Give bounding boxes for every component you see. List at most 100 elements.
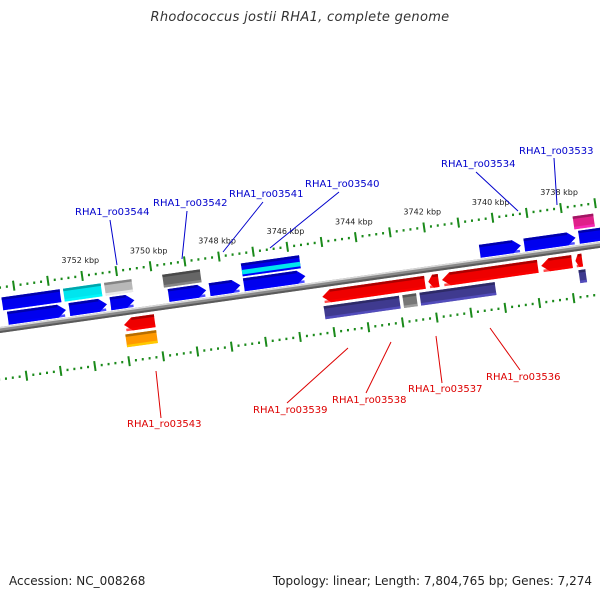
callout-line <box>365 341 392 394</box>
reverse-feature[interactable] <box>578 269 588 284</box>
minor-tick <box>148 357 151 360</box>
gene-label[interactable]: RHA1_ro03538 <box>332 395 407 406</box>
minor-tick <box>422 318 425 321</box>
minor-tick <box>402 229 405 232</box>
reverse-feature-body <box>578 269 588 284</box>
minor-tick <box>579 295 582 299</box>
reverse-gene-highlight <box>543 265 573 273</box>
forward-gene-shade <box>167 284 198 292</box>
minor-tick <box>26 282 29 285</box>
minor-tick <box>87 365 90 369</box>
reverse-feature-shade <box>419 282 495 296</box>
minor-tick <box>511 305 514 309</box>
forward-feature[interactable] <box>63 283 103 302</box>
reverse-gene[interactable] <box>541 255 573 273</box>
minor-tick <box>67 276 70 280</box>
gene-label[interactable]: RHA1_ro03536 <box>486 372 561 383</box>
forward-feature[interactable] <box>572 213 595 230</box>
gene-label[interactable]: RHA1_ro03534 <box>441 159 516 170</box>
gene-label[interactable]: RHA1_ro03537 <box>408 384 483 395</box>
forward-gene[interactable] <box>7 304 66 325</box>
reverse-gene[interactable] <box>322 275 426 304</box>
minor-tick <box>135 266 138 270</box>
gene-label[interactable]: RHA1_ro03533 <box>519 146 594 157</box>
minor-tick <box>45 371 48 375</box>
gene-label[interactable]: RHA1_ro03540 <box>305 179 380 190</box>
minor-tick <box>429 317 432 320</box>
forward-gene[interactable] <box>523 232 576 252</box>
forward-gene[interactable] <box>68 298 108 316</box>
minor-tick <box>429 225 432 228</box>
minor-tick <box>531 302 534 306</box>
forward-gene[interactable] <box>242 270 306 292</box>
backbone-shadow <box>0 245 600 334</box>
major-tick <box>388 227 392 238</box>
major-tick <box>12 280 16 291</box>
major-tick <box>435 312 439 323</box>
callout-line <box>269 191 340 249</box>
reverse-gene[interactable] <box>575 253 584 268</box>
genome-title: Rhodococcus jostii RHA1, complete genome <box>150 10 450 25</box>
minor-tick <box>176 261 179 264</box>
minor-tick <box>553 207 556 211</box>
gene-label[interactable]: RHA1_ro03539 <box>253 405 328 416</box>
minor-tick <box>204 257 207 260</box>
gene-label[interactable]: RHA1_ro03543 <box>127 419 202 430</box>
scale-tick-label: 3740 kbp <box>472 198 510 207</box>
reverse-feature-highlight <box>579 279 588 284</box>
minor-tick <box>156 264 159 267</box>
minor-tick <box>18 375 21 378</box>
reverse-feature[interactable] <box>402 293 418 308</box>
reverse-feature-shade <box>402 293 417 298</box>
forward-feature-body <box>1 289 62 311</box>
forward-feature-shade <box>1 289 60 300</box>
minor-tick <box>545 300 548 304</box>
minor-tick <box>374 325 377 328</box>
forward-gene-highlight <box>169 294 206 302</box>
forward-gene[interactable] <box>478 240 521 258</box>
minor-tick <box>237 344 240 347</box>
reverse-feature[interactable] <box>125 330 158 348</box>
minor-tick <box>436 224 439 227</box>
reverse-gene[interactable] <box>442 259 539 287</box>
forward-gene[interactable] <box>578 224 600 244</box>
minor-tick <box>395 230 398 233</box>
forward-gene[interactable] <box>167 284 207 302</box>
reverse-feature[interactable] <box>323 295 401 320</box>
minor-tick <box>271 339 274 343</box>
minor-tick <box>0 286 2 289</box>
minor-tick <box>101 271 104 275</box>
forward-gene[interactable] <box>208 280 241 297</box>
forward-feature[interactable] <box>1 289 62 311</box>
gene-label[interactable]: RHA1_ro03542 <box>153 198 228 209</box>
forward-gene-body <box>7 304 66 325</box>
major-tick <box>593 198 597 209</box>
forward-gene[interactable] <box>109 295 135 311</box>
minor-tick <box>490 308 493 311</box>
reverse-gene[interactable] <box>124 314 156 332</box>
reverse-gene-body <box>575 253 584 267</box>
callout-line <box>222 201 264 253</box>
major-tick <box>264 336 268 347</box>
forward-feature[interactable] <box>104 279 134 296</box>
minor-tick <box>394 322 397 325</box>
minor-tick <box>278 338 281 342</box>
minor-tick <box>552 299 555 303</box>
scale-tick-label: 3744 kbp <box>335 217 373 226</box>
reverse-feature-shade <box>323 295 400 309</box>
minor-tick <box>163 263 166 266</box>
forward-feature[interactable] <box>162 269 202 288</box>
callout-line <box>489 327 521 371</box>
major-tick <box>332 327 336 338</box>
reverse-feature-highlight <box>403 303 418 308</box>
forward-feature-highlight <box>574 224 595 230</box>
reverse-gene[interactable] <box>428 274 440 289</box>
reverse-feature[interactable] <box>419 282 497 306</box>
scale-tick-label: 3750 kbp <box>130 246 168 255</box>
minor-tick <box>353 327 356 331</box>
forward-feature[interactable] <box>240 255 301 277</box>
major-tick <box>571 293 576 304</box>
gene-label[interactable]: RHA1_ro03544 <box>75 207 150 218</box>
gene-label[interactable]: RHA1_ro03541 <box>229 189 304 200</box>
